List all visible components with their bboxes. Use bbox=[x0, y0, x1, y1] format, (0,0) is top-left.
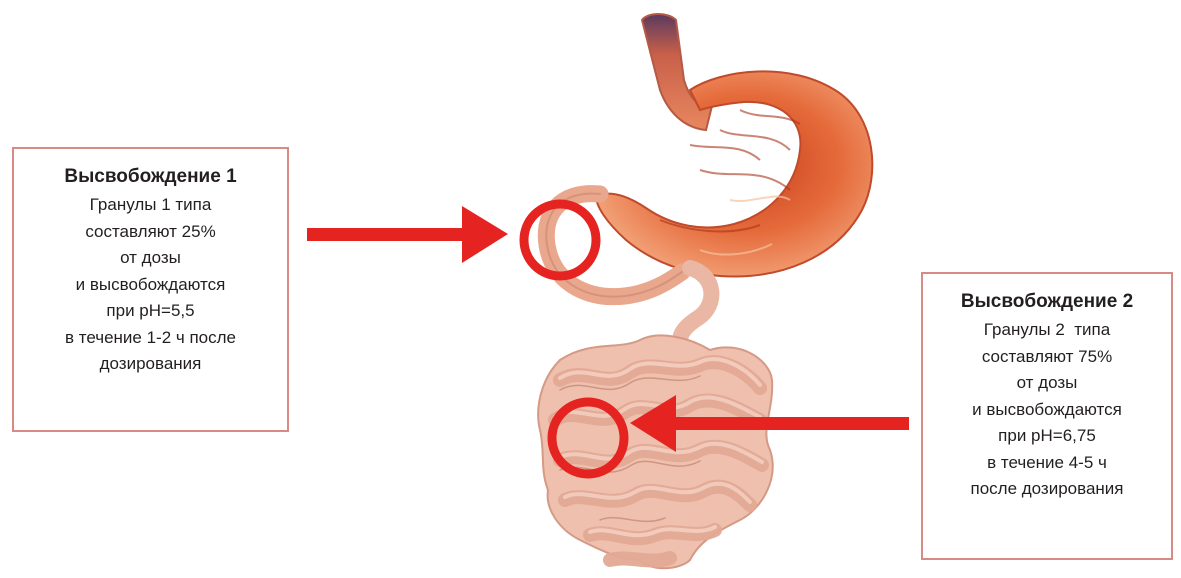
stomach-illustration bbox=[596, 71, 872, 276]
release-1-line: составляют 25% bbox=[14, 219, 287, 246]
release-1-line: Гранулы 1 типа bbox=[14, 192, 287, 219]
small-intestine-illustration bbox=[538, 335, 772, 568]
release-2-line: и высвобождаются bbox=[923, 397, 1171, 424]
release-1-line: при pH=5,5 bbox=[14, 298, 287, 325]
esophagus-illustration bbox=[642, 14, 712, 130]
release-2-line: от дозы bbox=[923, 370, 1171, 397]
release-2-line: в течение 4-5 ч bbox=[923, 450, 1171, 477]
release-1-line: дозирования bbox=[14, 351, 287, 378]
release-1-title: Высвобождение 1 bbox=[14, 164, 287, 190]
release-1-line: и высвобождаются bbox=[14, 272, 287, 299]
release-2-line: при pH=6,75 bbox=[923, 423, 1171, 450]
release-2-box: Высвобождение 2 Гранулы 2 типа составляю… bbox=[921, 272, 1173, 560]
release-2-line: составляют 75% bbox=[923, 344, 1171, 371]
release-1-box: Высвобождение 1 Гранулы 1 типа составляю… bbox=[12, 147, 289, 432]
release-2-title: Высвобождение 2 bbox=[923, 289, 1171, 315]
release-1-line: в течение 1-2 ч после bbox=[14, 325, 287, 352]
release-2-line: после дозирования bbox=[923, 476, 1171, 503]
release-2-line: Гранулы 2 типа bbox=[923, 317, 1171, 344]
release-1-line: от дозы bbox=[14, 245, 287, 272]
arrow-right bbox=[307, 206, 508, 263]
